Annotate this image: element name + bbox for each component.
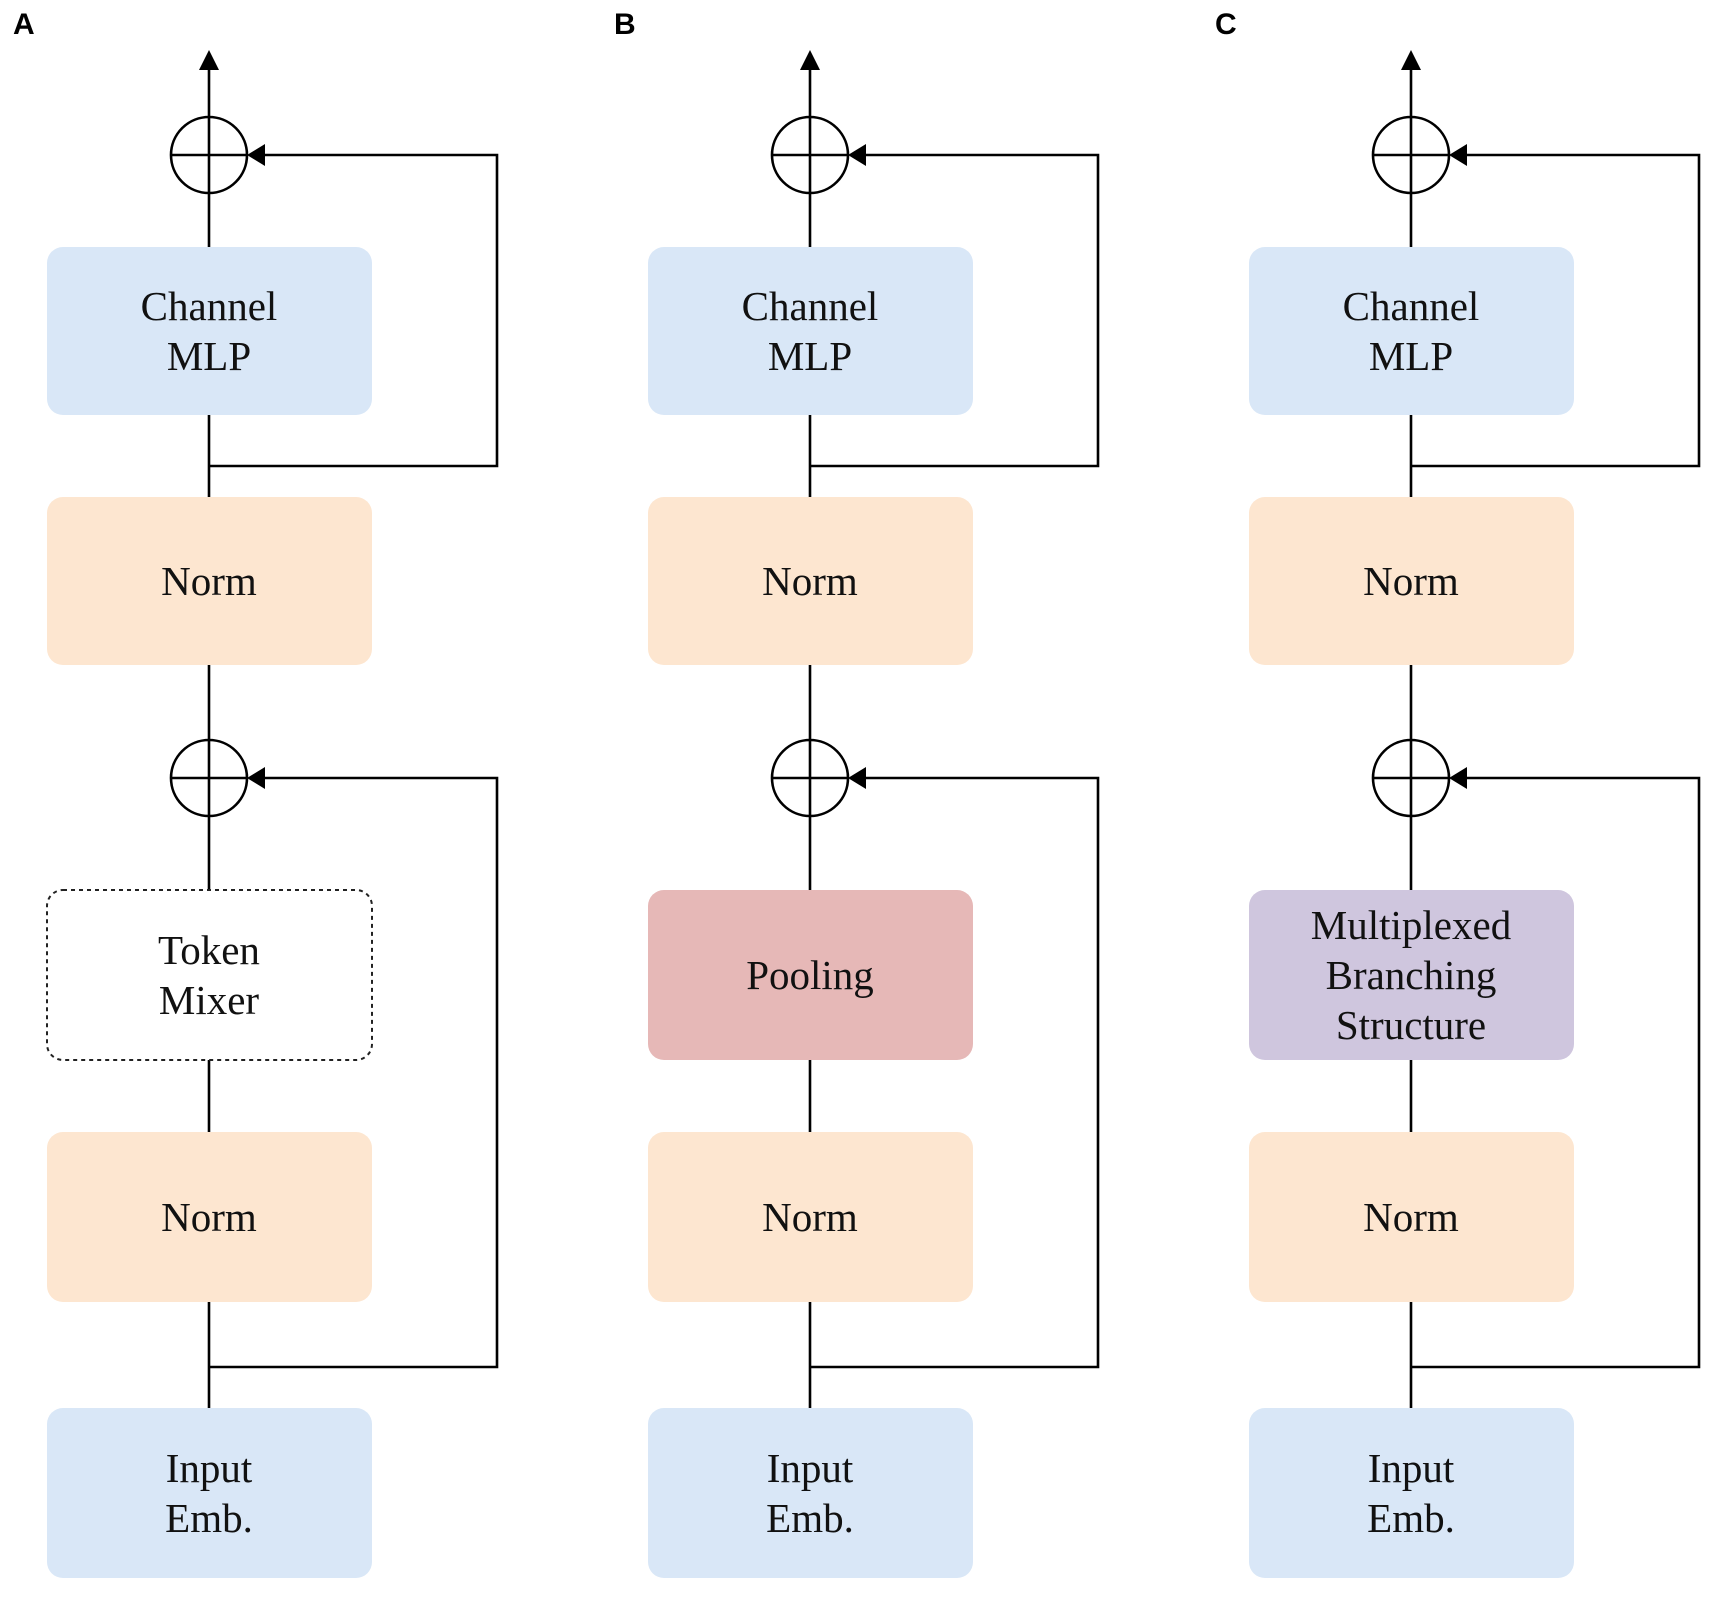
residual-arrow-bottom-c: [1449, 767, 1467, 789]
residual-path-bottom-c: [1411, 776, 1701, 1369]
panel-label-c: C: [1215, 8, 1237, 41]
norm-top-box-b: [648, 497, 973, 665]
output-arrow-a: [199, 50, 219, 70]
mixer-box-c-label: Branching: [1326, 952, 1497, 998]
norm-top-box-c-label: Norm: [1363, 558, 1459, 604]
channel-mlp-box-b-label: Channel: [742, 283, 879, 329]
channel-mlp-box-c-label: MLP: [1369, 333, 1453, 379]
mixer-box-c-label: Structure: [1336, 1002, 1486, 1048]
residual-path-bottom-b: [810, 776, 1100, 1369]
residual-arrow-bottom-a: [247, 767, 265, 789]
norm-bottom-box-c: [1249, 1132, 1574, 1302]
residual-arrow-top-a: [247, 144, 265, 166]
residual-path-top-b: [810, 153, 1100, 468]
mixer-box-a-label: Mixer: [159, 977, 260, 1023]
norm-bottom-box-c-label: Norm: [1363, 1194, 1459, 1240]
mixer-box-c-label: Multiplexed: [1311, 902, 1511, 948]
panel-label-b: B: [614, 8, 636, 41]
channel-mlp-box-a-label: MLP: [167, 333, 251, 379]
output-arrow-b: [800, 50, 820, 70]
residual-path-top-a: [209, 153, 499, 468]
input-emb-box-b-label: Input: [767, 1445, 854, 1491]
norm-bottom-box-a-label: Norm: [161, 1194, 257, 1240]
mixer-box-b-label: Pooling: [746, 952, 874, 998]
channel-mlp-box-b-label: MLP: [768, 333, 852, 379]
channel-mlp-box-c: [1249, 247, 1574, 415]
mixer-box-c: [1249, 890, 1574, 1060]
residual-path-bottom-a: [209, 776, 499, 1369]
input-emb-box-a-label: Emb.: [165, 1495, 253, 1541]
channel-mlp-box-a-label: Channel: [141, 283, 278, 329]
input-emb-box-b: [648, 1408, 973, 1578]
norm-bottom-box-b: [648, 1132, 973, 1302]
output-arrow-c: [1401, 50, 1421, 70]
norm-top-box-a-label: Norm: [161, 558, 257, 604]
residual-arrow-top-b: [848, 144, 866, 166]
channel-mlp-box-c-label: Channel: [1343, 283, 1480, 329]
channel-mlp-box-b: [648, 247, 973, 415]
norm-top-box-b-label: Norm: [762, 558, 858, 604]
input-emb-box-a: [47, 1408, 372, 1578]
input-emb-box-b-label: Emb.: [766, 1495, 854, 1541]
input-emb-box-c: [1249, 1408, 1574, 1578]
norm-bottom-box-b-label: Norm: [762, 1194, 858, 1240]
norm-top-box-a: [47, 497, 372, 665]
mixer-box-a: [46, 889, 373, 1061]
panel-label-a: A: [13, 8, 35, 41]
input-emb-box-c-label: Input: [1368, 1445, 1455, 1491]
input-emb-box-a-label: Input: [166, 1445, 253, 1491]
mixer-box-a-label: Token: [158, 927, 260, 973]
residual-path-top-c: [1411, 153, 1701, 468]
norm-top-box-c: [1249, 497, 1574, 665]
mixer-box-b: [648, 890, 973, 1060]
residual-arrow-bottom-b: [848, 767, 866, 789]
input-emb-box-c-label: Emb.: [1367, 1495, 1455, 1541]
channel-mlp-box-a: [47, 247, 372, 415]
residual-arrow-top-c: [1449, 144, 1467, 166]
norm-bottom-box-a: [47, 1132, 372, 1302]
